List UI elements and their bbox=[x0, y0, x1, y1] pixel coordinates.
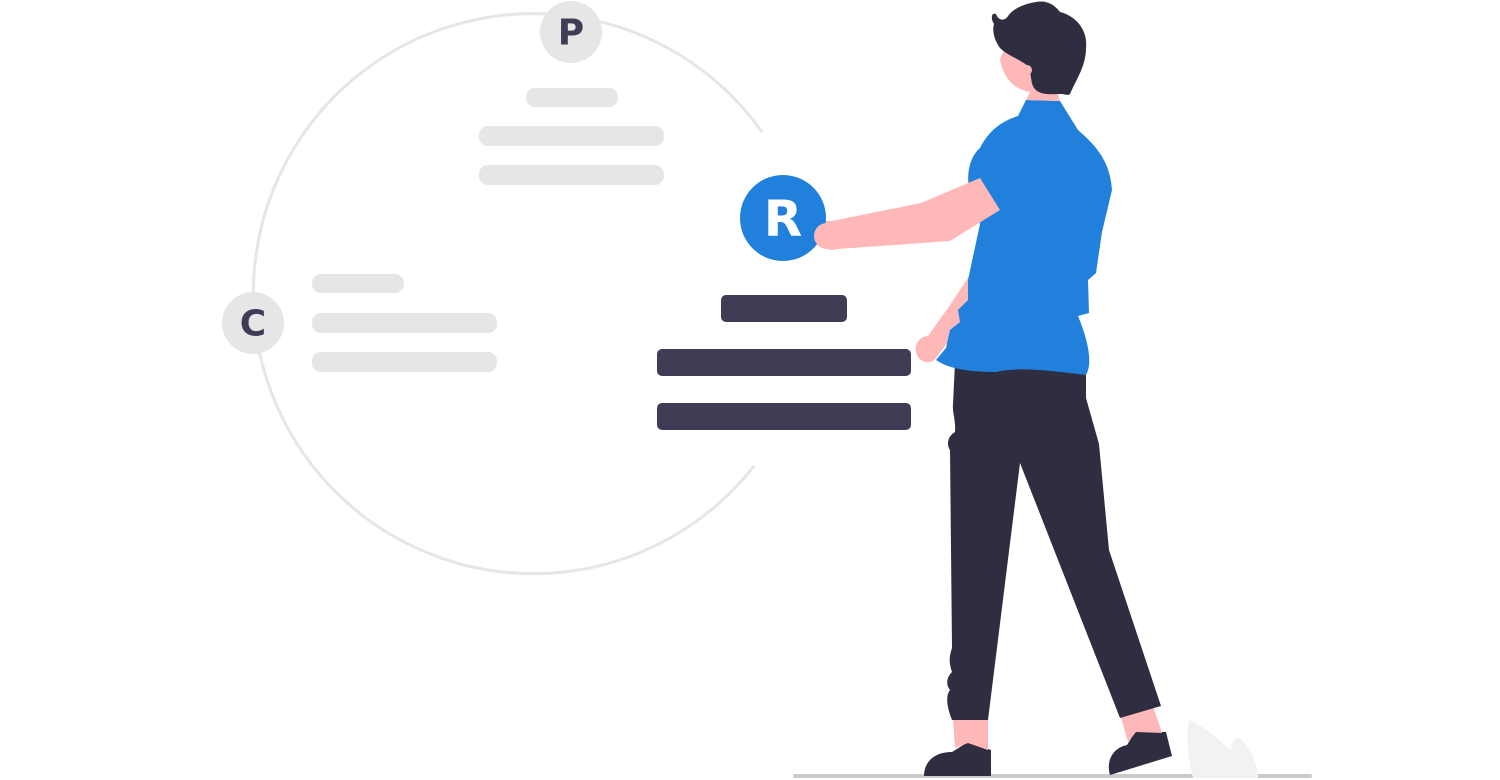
section-r-line-3 bbox=[657, 403, 911, 430]
person-figure bbox=[813, 1, 1172, 776]
shirt bbox=[936, 100, 1112, 375]
section-r-line-1 bbox=[721, 295, 847, 322]
badge-p-letter: P bbox=[558, 13, 584, 54]
left-ankle bbox=[953, 718, 988, 750]
section-c-line-3 bbox=[312, 352, 497, 372]
right-ankle bbox=[1120, 706, 1162, 742]
cycle-ring bbox=[251, 12, 764, 576]
section-p-line-3 bbox=[479, 165, 664, 185]
badge-c-letter: C bbox=[240, 304, 266, 345]
pants bbox=[947, 363, 1161, 720]
section-c-line-1 bbox=[312, 274, 404, 293]
section-p-line-2 bbox=[479, 126, 664, 146]
section-p-lines bbox=[479, 88, 664, 185]
section-p-line-1 bbox=[526, 88, 618, 107]
ear bbox=[1022, 65, 1032, 75]
badge-p-circle bbox=[540, 1, 602, 63]
cycle-ring-arc-main bbox=[251, 12, 764, 576]
section-c-line-2 bbox=[312, 313, 497, 333]
section-c-lines bbox=[312, 274, 497, 372]
ground-line bbox=[793, 774, 1312, 778]
badge-r: R bbox=[740, 175, 826, 261]
section-r-line-2 bbox=[657, 349, 911, 376]
section-r-lines bbox=[657, 295, 911, 430]
back-arm bbox=[915, 272, 982, 363]
left-shoe bbox=[924, 742, 991, 776]
badge-c-circle bbox=[222, 292, 284, 354]
badge-c: C bbox=[222, 292, 284, 354]
badge-r-circle bbox=[740, 175, 826, 261]
hair bbox=[991, 1, 1087, 95]
right-shoe bbox=[1108, 732, 1172, 775]
badge-p: P bbox=[540, 1, 602, 63]
front-arm bbox=[813, 178, 1000, 250]
badge-r-letter: R bbox=[764, 190, 803, 248]
front-hand bbox=[814, 223, 840, 249]
plant-shape bbox=[1187, 720, 1258, 778]
